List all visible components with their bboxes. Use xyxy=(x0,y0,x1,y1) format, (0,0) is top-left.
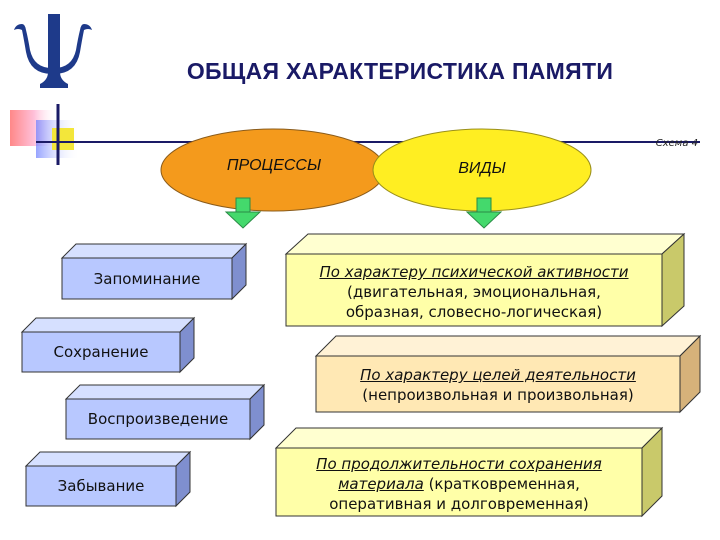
types-header: ВИДЫ xyxy=(458,160,506,177)
types-arrow xyxy=(465,197,503,229)
process-box-3 xyxy=(64,383,266,441)
process-label-1: Запоминание xyxy=(93,270,201,288)
type-line-3-3: оперативная и долговременная) xyxy=(329,495,589,513)
process-label-3: Воспроизведение xyxy=(87,410,229,428)
type-line-3-2: материала (кратковременная, xyxy=(276,474,642,494)
type-text-1: По характеру психической активности (дви… xyxy=(286,262,662,322)
type-line-3-2-rest: (кратковременная, xyxy=(423,475,580,493)
type-box-2 xyxy=(314,334,702,414)
scheme-label: Схема 4 xyxy=(655,138,698,149)
page-title: ОБЩАЯ ХАРАКТЕРИСТИКА ПАМЯТИ xyxy=(186,58,614,84)
processes-header: ПРОЦЕССЫ xyxy=(226,157,322,174)
process-label-2: Сохранение xyxy=(53,343,149,361)
type-line-2-1: (непроизвольная и произвольная) xyxy=(362,386,634,404)
type-box-3 xyxy=(274,426,664,518)
psi-logo-icon xyxy=(14,14,92,88)
process-box-4 xyxy=(24,450,192,508)
process-label-4: Забывание xyxy=(57,477,145,495)
type-line-1-2: образная, словесно-логическая) xyxy=(345,303,603,321)
type-text-2: По характеру целей деятельности (непроиз… xyxy=(316,365,680,405)
type-head-2: По характеру целей деятельности xyxy=(360,366,636,384)
type-line-1-1: (двигательная, эмоциональная, xyxy=(347,283,601,301)
type-box-1 xyxy=(284,232,686,328)
decorative-squares xyxy=(10,104,700,165)
type-head-3: По продолжительности сохранения xyxy=(316,455,602,473)
process-box-2 xyxy=(20,316,196,374)
type-text-3: По продолжительности сохранения материал… xyxy=(276,454,642,514)
process-box-1 xyxy=(60,242,248,301)
type-head-1: По характеру психической активности xyxy=(319,263,629,281)
type-head-3-cont: материала xyxy=(338,475,424,493)
processes-arrow xyxy=(224,197,262,229)
